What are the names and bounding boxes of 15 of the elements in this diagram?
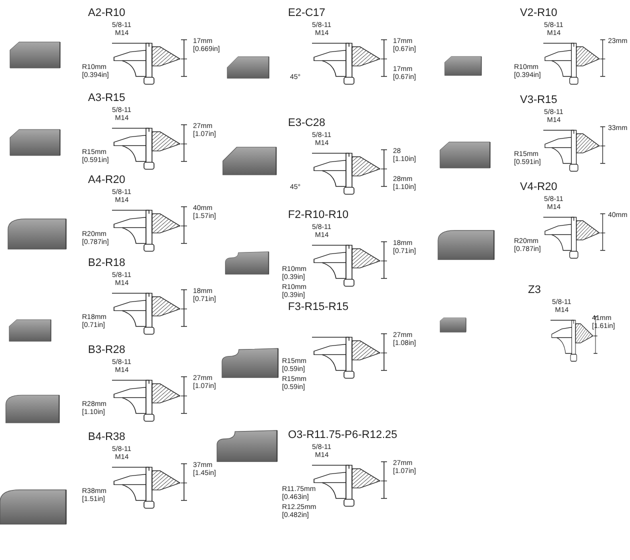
profile-name: E3-C28 bbox=[288, 118, 326, 129]
profile-name: F2-R10-R10 bbox=[288, 210, 349, 221]
profile-name: B2-R18 bbox=[88, 258, 126, 269]
profile-name: V3-R15 bbox=[520, 95, 558, 106]
profile-name: E2-C17 bbox=[288, 8, 326, 19]
profile-name: F3-R15-R15 bbox=[288, 302, 349, 313]
profile-name: V2-R10 bbox=[520, 8, 558, 19]
profile-name: A3-R15 bbox=[88, 93, 126, 104]
profile-name: B4-R38 bbox=[88, 432, 126, 443]
profile-name: A4-R20 bbox=[88, 175, 126, 186]
profile-name: V4-R20 bbox=[520, 182, 558, 193]
profile-name: B3-R28 bbox=[88, 345, 126, 356]
profile-name: A2-R10 bbox=[88, 8, 126, 19]
profile-name: O3-R11.75-P6-R12.25 bbox=[288, 430, 398, 441]
profile-name: Z3 bbox=[528, 285, 541, 296]
